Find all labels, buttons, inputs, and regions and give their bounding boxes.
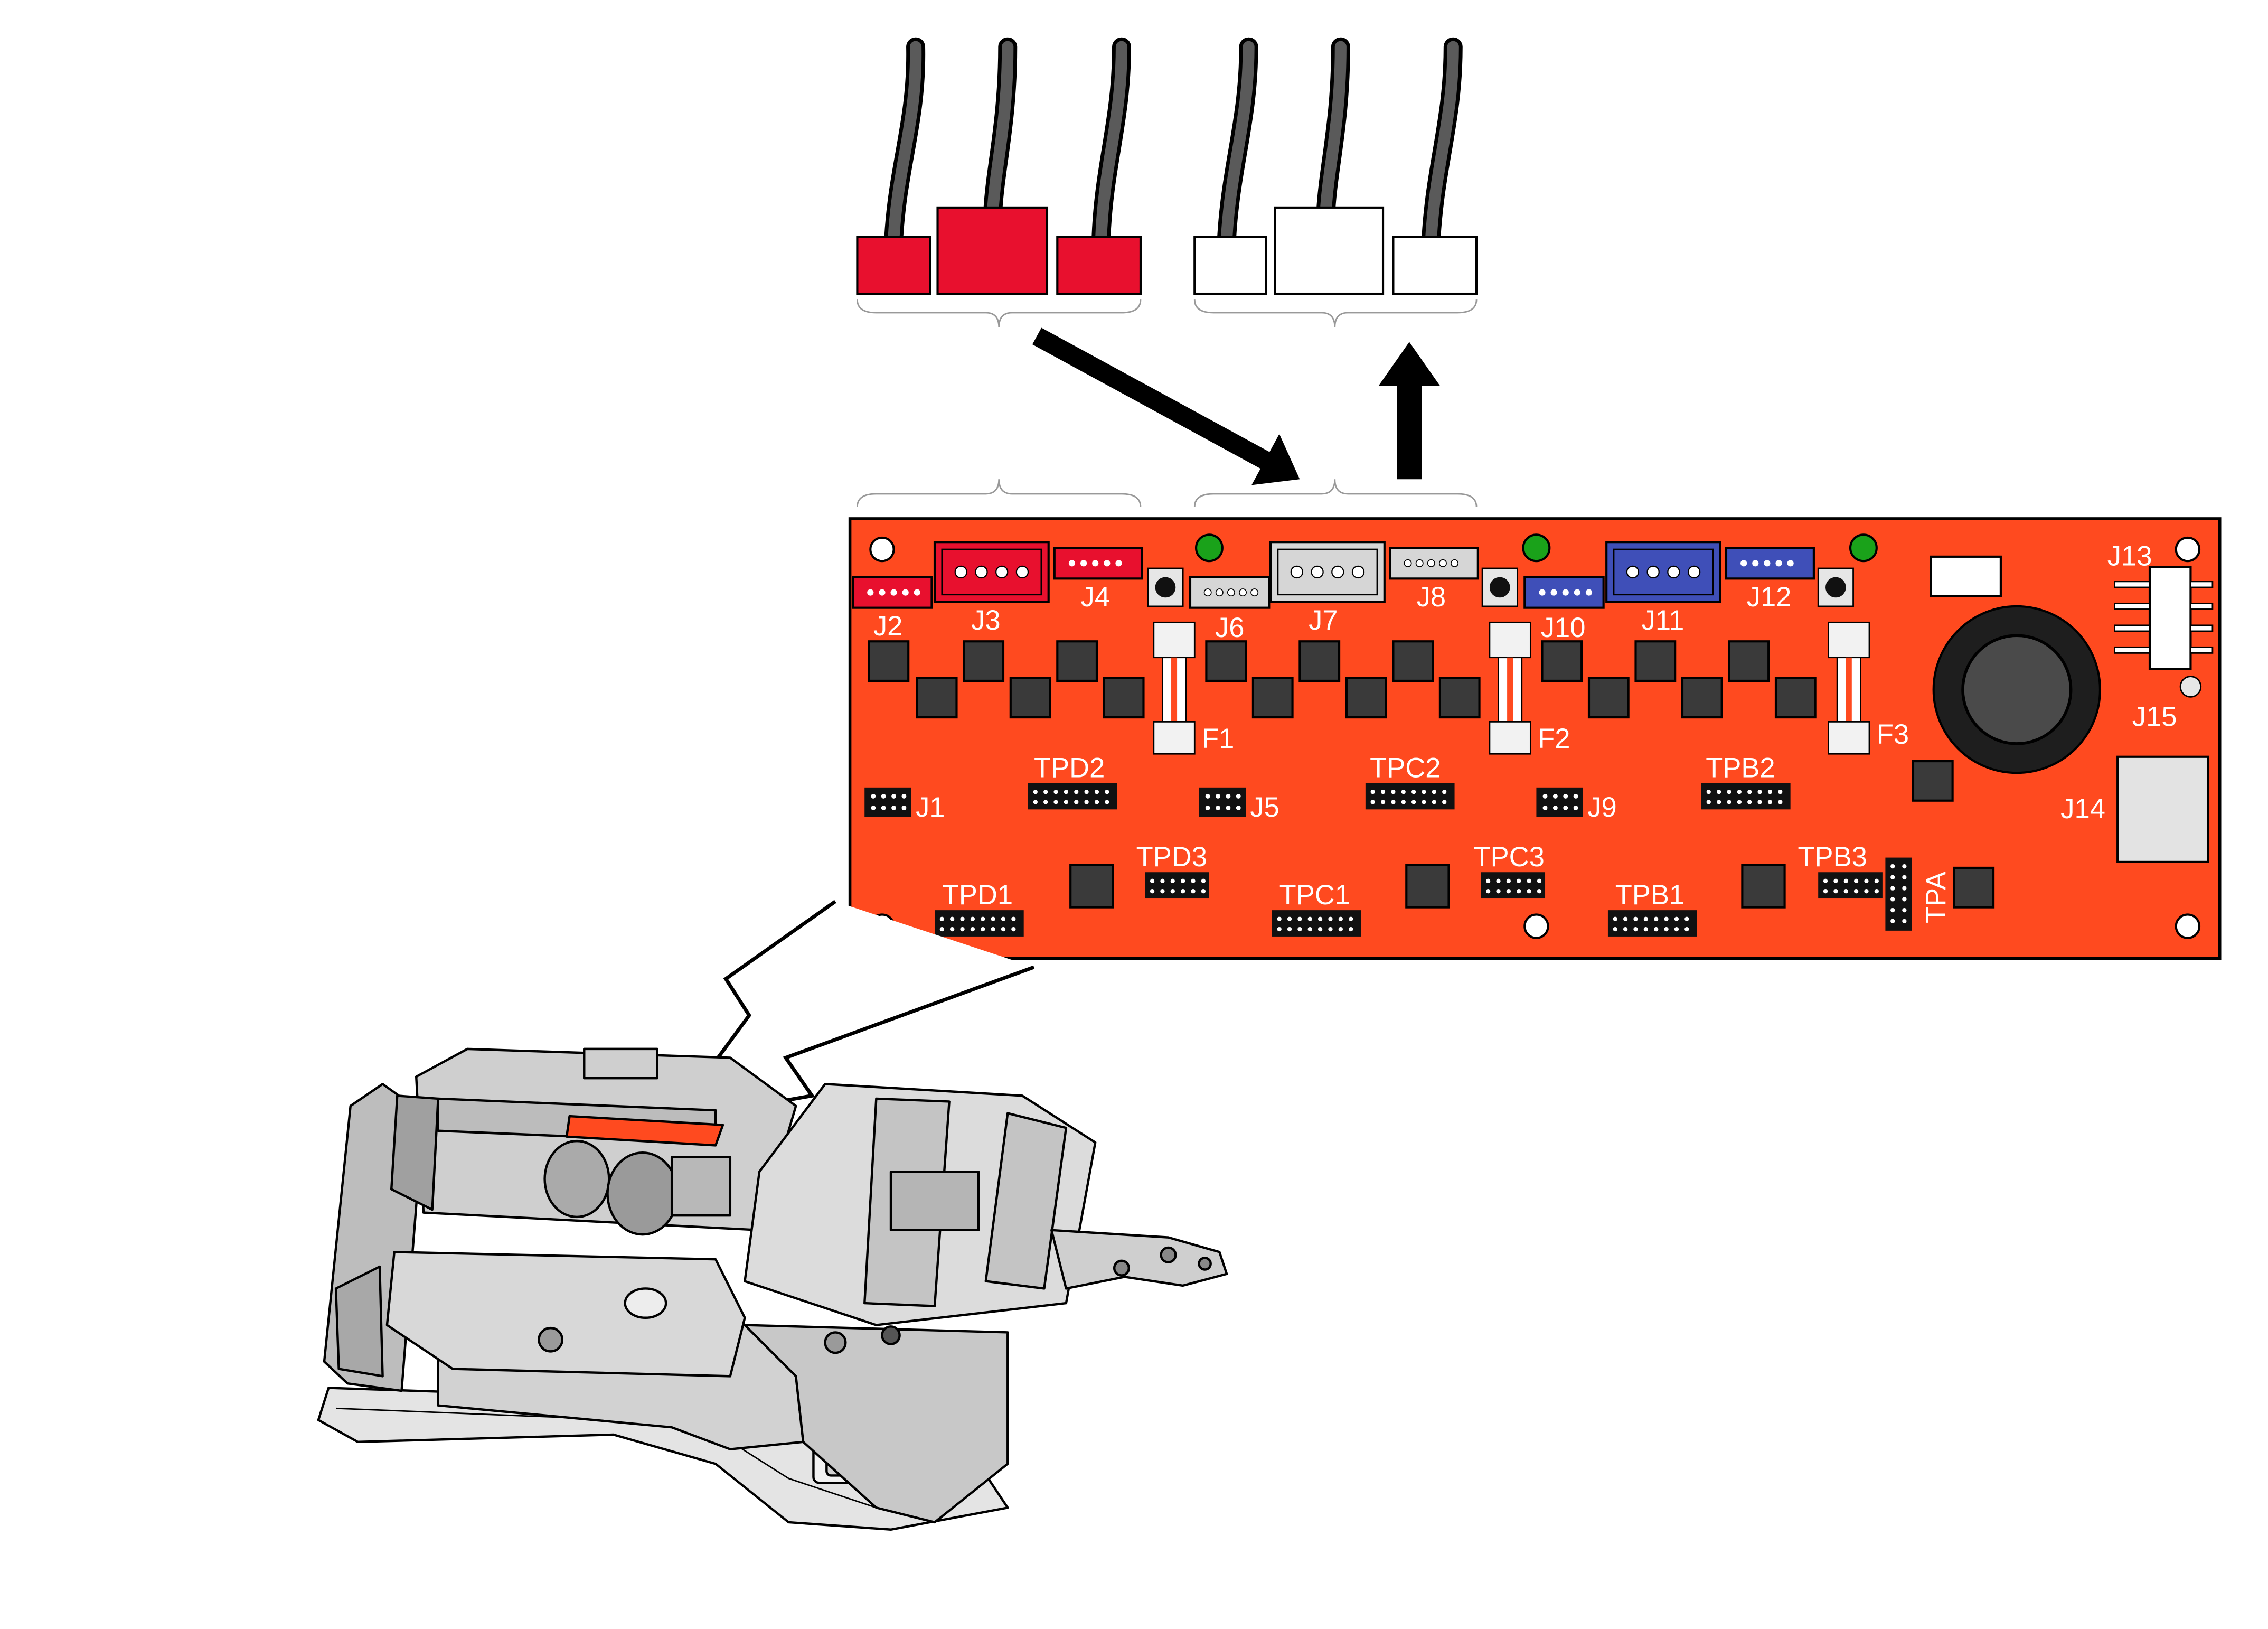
capacitor — [1932, 605, 2102, 774]
fuse-F3 — [1828, 621, 1870, 755]
mounting-hole — [1523, 913, 1549, 939]
brace-white — [1193, 299, 1478, 327]
label-J10: J10 — [1541, 612, 1586, 643]
board-labels: J2 J3 J4 J6 J7 J8 J10 J11 J12 J13 J15 J1… — [873, 540, 2177, 923]
cable-icon — [1221, 41, 1255, 243]
fuse-F1 — [1153, 621, 1196, 755]
brace-red — [857, 299, 1142, 327]
cable-icon — [1425, 41, 1459, 243]
label-J2: J2 — [873, 611, 902, 642]
label-J4: J4 — [1081, 582, 1110, 613]
mounting-hole — [869, 536, 895, 563]
label-F1: F1 — [1202, 723, 1234, 754]
brace-board-right — [1193, 479, 1478, 507]
label-J7: J7 — [1309, 605, 1338, 636]
cable-icon — [1320, 41, 1347, 213]
connector-J13 — [2114, 566, 2214, 670]
label-F2: F2 — [1538, 723, 1570, 754]
push-button — [1481, 567, 1518, 607]
status-led — [1849, 533, 1878, 563]
label-TPA: TPA — [1921, 872, 1952, 923]
connector-J11 — [1605, 541, 1721, 603]
label-TPB2: TPB2 — [1706, 752, 1775, 783]
arrow-icon — [1032, 327, 1300, 485]
label-TPC1: TPC1 — [1279, 879, 1350, 911]
mounting-hole — [2175, 536, 2201, 563]
label-J1: J1 — [916, 792, 945, 823]
label-F3: F3 — [1877, 719, 1909, 750]
label-J5: J5 — [1250, 792, 1279, 823]
cable-icon — [1095, 41, 1128, 243]
status-led — [1194, 533, 1224, 563]
white-plug-medium — [1392, 236, 1478, 295]
push-button — [1147, 567, 1184, 607]
power-transistors — [868, 640, 1995, 909]
pin-headers — [864, 783, 1912, 937]
label-TPB1: TPB1 — [1615, 879, 1684, 911]
label-TPD1: TPD1 — [942, 879, 1013, 911]
mounting-hole — [2179, 676, 2202, 698]
red-plug-large — [936, 206, 1049, 295]
white-plug-small — [1193, 236, 1267, 295]
cable-icon — [987, 41, 1014, 213]
cable-icon — [888, 41, 922, 243]
label-TPC3: TPC3 — [1474, 841, 1545, 873]
push-button — [1817, 567, 1854, 607]
label-J11: J11 — [1642, 605, 1684, 636]
label-J9: J9 — [1587, 792, 1616, 823]
cable-group-red — [856, 37, 1142, 327]
brace-board-left — [857, 479, 1142, 507]
label-J3: J3 — [971, 605, 1000, 636]
label-J6: J6 — [1215, 612, 1244, 643]
wheelchair-base-illustration — [317, 1047, 1228, 1531]
connector-J14 — [2116, 755, 2209, 863]
label-J12: J12 — [1747, 582, 1792, 613]
label-TPD3: TPD3 — [1136, 841, 1207, 873]
header-pins — [871, 794, 1578, 810]
label-TPB3: TPB3 — [1798, 841, 1867, 873]
label-J8: J8 — [1417, 582, 1446, 613]
label-plate — [1930, 555, 2002, 597]
arrow-icon — [1378, 342, 1440, 480]
status-led — [1522, 533, 1551, 563]
label-J13: J13 — [2107, 540, 2152, 572]
connector-J3 — [933, 541, 1050, 603]
fuse-F2 — [1489, 621, 1531, 755]
connector-J7 — [1269, 541, 1386, 603]
white-plug-large — [1274, 206, 1385, 295]
connector-pins — [867, 589, 920, 596]
label-TPC2: TPC2 — [1370, 752, 1441, 783]
red-plug-small — [856, 236, 931, 295]
red-plug-medium — [1056, 236, 1142, 295]
label-J15: J15 — [2132, 701, 2177, 733]
circuit-board: J2 J3 J4 J6 J7 J8 J10 J11 J12 J13 J15 J1… — [848, 517, 2222, 960]
label-J14: J14 — [2060, 793, 2105, 825]
header-pin-rows — [939, 789, 1907, 932]
label-TPD2: TPD2 — [1034, 752, 1105, 783]
cable-group-white — [1193, 37, 1478, 327]
mounting-hole — [2175, 913, 2201, 939]
